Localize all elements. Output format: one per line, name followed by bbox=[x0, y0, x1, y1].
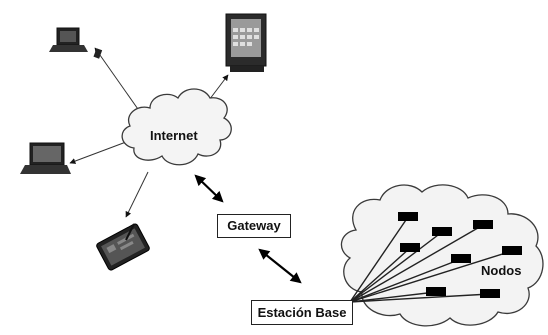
link-laptop-top bbox=[94, 47, 141, 113]
internet-cloud bbox=[121, 88, 232, 166]
gateway-label: Gateway bbox=[227, 218, 281, 233]
nodes-label: Nodos bbox=[481, 263, 522, 278]
sensor-node bbox=[400, 243, 420, 252]
sensor-node bbox=[502, 246, 522, 255]
tablet-icon bbox=[96, 223, 150, 271]
node-links bbox=[349, 216, 513, 303]
link-gateway-base bbox=[258, 248, 302, 284]
sensor-node bbox=[398, 212, 418, 221]
sensor-node bbox=[480, 289, 500, 298]
laptop-icon bbox=[49, 27, 103, 59]
desktop-monitor-icon bbox=[225, 13, 267, 72]
link-internet-gateway bbox=[194, 174, 224, 203]
sensor-cloud bbox=[340, 184, 544, 327]
sensor-node bbox=[426, 287, 446, 296]
gateway-box: Gateway bbox=[217, 214, 291, 238]
link-laptop-left bbox=[69, 141, 127, 164]
laptop-icon bbox=[20, 142, 71, 174]
link-tablet bbox=[125, 171, 149, 218]
sensor-node bbox=[473, 220, 493, 229]
sensor-nodes bbox=[398, 212, 522, 298]
sensor-node bbox=[451, 254, 471, 263]
gateway-links bbox=[194, 174, 302, 284]
internet-label: Internet bbox=[150, 128, 198, 143]
sensor-node bbox=[432, 227, 452, 236]
base-station-box: Estación Base bbox=[251, 300, 353, 325]
base-station-label: Estación Base bbox=[257, 305, 347, 320]
